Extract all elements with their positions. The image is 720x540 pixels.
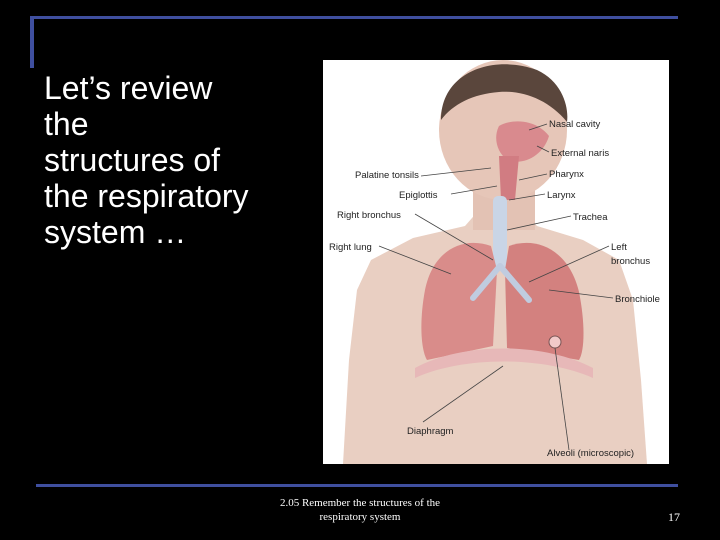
bronchi-shape (470, 263, 532, 303)
slide-title: Let’s review the structures of the respi… (44, 70, 319, 250)
diaphragm-shape (415, 348, 593, 378)
footer-line: respiratory system (319, 511, 401, 523)
label-left-bronchus-line-1: Left (611, 242, 627, 253)
label-alveoli: Alveoli (microscopic) (547, 448, 634, 459)
trachea-shape (493, 196, 507, 270)
title-line: system … (44, 214, 187, 250)
title-line: the respiratory (44, 178, 249, 214)
label-pharynx: Pharynx (549, 169, 584, 180)
label-nasal-cavity: Nasal cavity (549, 119, 600, 130)
alveoli-marker (548, 335, 562, 349)
label-trachea: Trachea (573, 212, 608, 223)
left-rule (30, 16, 34, 68)
label-right-lung: Right lung (329, 242, 372, 253)
top-rule (30, 16, 678, 19)
bottom-rule (36, 484, 678, 487)
label-larynx: Larynx (547, 190, 576, 201)
label-epiglottis: Epiglottis (399, 190, 438, 201)
label-left-bronchus-line-2: bronchus (611, 256, 650, 267)
page-number: 17 (668, 510, 680, 524)
label-external-naris: External naris (551, 148, 609, 159)
label-diaphragm: Diaphragm (407, 426, 454, 437)
label-right-bronchus: Right bronchus (337, 210, 401, 221)
label-palatine-tonsils: Palatine tonsils (355, 170, 419, 181)
pharynx-shape (499, 156, 519, 200)
nasal-cavity-shape (496, 121, 549, 162)
title-line: the (44, 106, 89, 142)
title-line: structures of (44, 142, 221, 178)
slide-footer: 2.05 Remember the structures of the resp… (250, 496, 470, 524)
title-line: Let’s review (44, 70, 213, 106)
footer-line: 2.05 Remember the structures of the (279, 497, 441, 509)
respiratory-system-illustration: Nasal cavity External naris Palatine ton… (323, 60, 669, 464)
label-bronchiole: Bronchiole (615, 294, 660, 305)
left-lung-shape (505, 242, 584, 360)
right-lung-shape (421, 242, 497, 360)
hair-shape (441, 64, 568, 122)
